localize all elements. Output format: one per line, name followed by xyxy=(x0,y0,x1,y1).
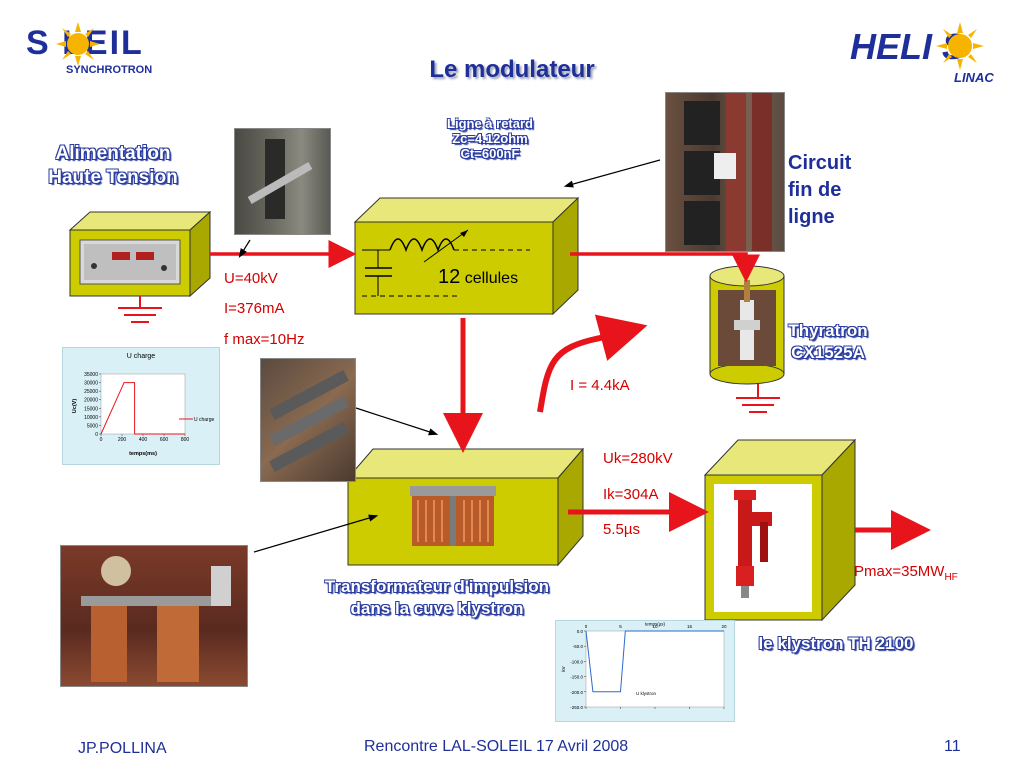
value-i: I=376mA xyxy=(224,300,285,317)
x-tick-label: 10 xyxy=(652,624,658,629)
chart-u-klystron: temps(µs) 0.0 -50.0 -100.0 -150.0 -200.0 -250.… xyxy=(555,620,735,722)
y-tick-label: -200.0 xyxy=(570,690,583,695)
x-tick-label: 400 xyxy=(139,437,148,443)
label-transformer: Transformateur d'impulsion dans la cuve … xyxy=(282,576,592,620)
label-delay-line-line3: Ct=600nF xyxy=(460,146,520,161)
series-line xyxy=(585,630,724,693)
x-axis-label: temps(ms) xyxy=(129,451,157,457)
label-alimentation: Alimentation Haute Tension xyxy=(18,142,208,190)
label-klystron: le klystron TH 2100 xyxy=(758,634,914,653)
y-tick-label: 0.0 xyxy=(577,629,584,634)
pointer-resistor-photo xyxy=(355,407,439,436)
y-tick-label: 5000 xyxy=(87,423,98,429)
label-delay-line-line1: Ligne à retard xyxy=(447,116,533,131)
x-tick-label: 20 xyxy=(721,624,727,629)
power-supply-box xyxy=(68,210,212,298)
x-tick-label: 0 xyxy=(100,437,103,443)
value-ik: Ik=304A xyxy=(603,486,659,503)
helios-logo: HELI S LINAC xyxy=(850,22,1010,96)
value-fmax: f max=10Hz xyxy=(224,331,305,348)
label-circuit-line1: Circuit xyxy=(788,152,852,174)
label-alimentation-line1: Alimentation xyxy=(55,143,171,164)
ground-symbol xyxy=(118,296,162,323)
y-axis-label: kV xyxy=(561,666,566,671)
label-circuit-line3: ligne xyxy=(788,206,835,228)
value-u: U=40kV xyxy=(224,270,278,287)
transformer-box xyxy=(346,447,585,567)
soleil-logo-sub: SYNCHROTRON xyxy=(66,64,153,76)
arrow-delay-to-thyratron xyxy=(570,252,760,283)
thyratron-cylinder xyxy=(709,265,785,385)
chart-u-klystron-svg: temps(µs) 0.0 -50.0 -100.0 -150.0 -200.0 -250.… xyxy=(561,622,727,711)
value-pulse-width: 5.5µs xyxy=(603,521,640,538)
photo-resistors xyxy=(260,358,356,482)
klystron-box xyxy=(703,438,857,622)
label-cellules-count: 12 xyxy=(438,266,461,288)
y-tick-label: 35000 xyxy=(84,372,98,378)
plot-area xyxy=(100,373,186,435)
x-tick-label: 15 xyxy=(687,624,693,629)
y-tick-label: 0 xyxy=(95,432,98,438)
y-tick-label: -50.0 xyxy=(573,644,584,649)
x-tick-label: 5 xyxy=(619,624,622,629)
chart-u-charge: U charge 0 5000 10000 15000 20000 25000 30000 35… xyxy=(62,347,220,465)
y-tick-label: 10000 xyxy=(84,415,98,421)
value-uk: Uk=280kV xyxy=(603,450,673,467)
value-pmax-main: Pmax=35MW xyxy=(854,563,945,580)
label-transformer-line2: dans la cuve klystron xyxy=(350,599,524,618)
delay-line-box xyxy=(353,196,580,316)
sun-icon xyxy=(936,22,984,70)
label-circuit-line2: fin de xyxy=(788,179,842,201)
y-tick-label: 15000 xyxy=(84,406,98,412)
value-pmax: Pmax=35MWHF xyxy=(854,563,958,583)
pointer-supply-photo xyxy=(238,239,251,259)
ground-symbol xyxy=(736,384,780,413)
y-tick-label: 25000 xyxy=(84,389,98,395)
photo-end-line-circuit xyxy=(665,92,785,252)
label-thyratron-line2: CX1525A xyxy=(791,343,865,362)
y-tick-label: 20000 xyxy=(84,398,98,404)
x-tick-label: 800 xyxy=(181,437,190,443)
label-thyratron-line1: Thyratron xyxy=(788,321,868,340)
label-alimentation-line2: Haute Tension xyxy=(48,167,178,188)
pointer-transformer-photo xyxy=(253,514,379,553)
label-thyratron: Thyratron CX1525A xyxy=(778,320,878,364)
y-tick-label: -100.0 xyxy=(570,659,583,664)
legend-label: U charge xyxy=(194,417,215,423)
photo-transformer-tank xyxy=(60,545,248,687)
sun-icon xyxy=(56,22,100,66)
footer-page-number: 11 xyxy=(944,738,961,755)
value-i-thyratron: I = 4.4kA xyxy=(570,377,630,394)
photo-power-supply-interior xyxy=(234,128,331,235)
y-axis-label: Uc(V) xyxy=(72,399,78,414)
footer-event: Rencontre LAL-SOLEIL 17 Avril 2008 xyxy=(364,738,629,755)
pointer-circuit-photo xyxy=(563,159,661,188)
x-tick-label: 200 xyxy=(118,437,127,443)
label-delay-line: Ligne à retard Zc=4.12ohm Ct=600nF xyxy=(390,116,590,161)
arrow-current-curve xyxy=(537,314,648,413)
soleil-logo: S LEIL SYNCHROTRON xyxy=(26,22,196,84)
chart-title: temps(µs) xyxy=(645,622,666,627)
series-label: U klystron xyxy=(636,691,657,696)
footer-author: JP.POLLINA xyxy=(78,740,167,757)
helios-logo-sub: LINAC xyxy=(954,70,994,85)
y-tick-label: 30000 xyxy=(84,381,98,387)
value-pmax-sub: HF xyxy=(944,572,958,583)
label-cellules-word: cellules xyxy=(464,270,519,287)
chart-title: U charge xyxy=(127,353,156,360)
label-circuit-fin-de-ligne: Circuit fin de ligne xyxy=(788,150,851,231)
label-transformer-line1: Transformateur d'impulsion xyxy=(324,577,550,596)
label-cellules: 12 cellules xyxy=(438,266,518,289)
x-tick-label: 0 xyxy=(585,624,588,629)
series-line xyxy=(100,382,185,435)
chart-u-charge-svg: U charge 0 5000 10000 15000 20000 25000 30000 35… xyxy=(72,353,215,457)
y-tick-label: -250.0 xyxy=(570,705,583,710)
page-title: Le modulateur xyxy=(429,56,595,83)
y-tick-label: -150.0 xyxy=(570,675,583,680)
x-tick-label: 600 xyxy=(160,437,169,443)
label-delay-line-line2: Zc=4.12ohm xyxy=(452,131,528,146)
